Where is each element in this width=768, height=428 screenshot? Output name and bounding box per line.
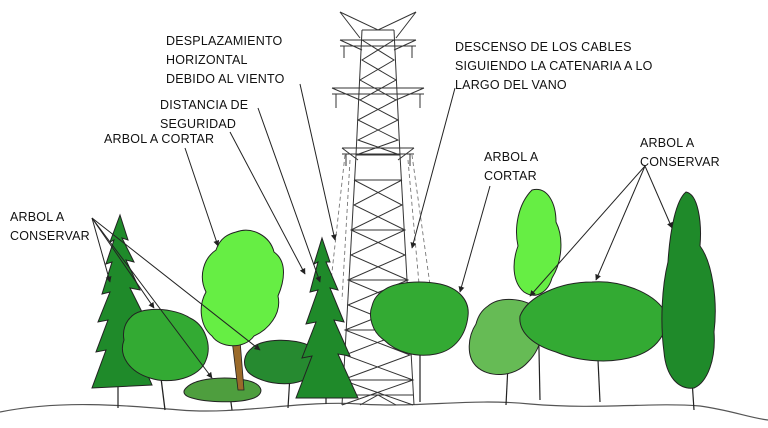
tree-right-cut bbox=[370, 281, 469, 402]
label-tree-keep-right: ARBOL A CONSERVAR bbox=[640, 136, 720, 169]
label-tree-cut-right: ARBOL A CORTAR bbox=[484, 150, 539, 183]
safety-clearance-lines bbox=[329, 154, 431, 301]
leader-lines bbox=[91, 83, 673, 379]
bright-tree-cut-left bbox=[200, 229, 284, 391]
flat-tree-mid-keep bbox=[244, 339, 318, 409]
label-tree-cut-left: ARBOL A CORTAR bbox=[104, 132, 215, 146]
tall-bright-tree-right bbox=[513, 188, 562, 401]
conifer-near-tower-keep bbox=[295, 236, 359, 404]
round-tree-left-keep bbox=[122, 308, 209, 411]
ground-line bbox=[0, 401, 768, 421]
label-cable-sag: DESCENSO DE LOS CABLES SIGUIENDO LA CATE… bbox=[455, 40, 653, 92]
shrub-left-keep bbox=[183, 377, 262, 411]
spreading-tree-right-keep bbox=[519, 281, 667, 403]
transmission-tower bbox=[331, 11, 425, 406]
label-tree-keep-left: ARBOL A CONSERVAR bbox=[10, 210, 90, 243]
label-safety-distance: DISTANCIA DE SEGURIDAD bbox=[160, 98, 249, 131]
columnar-tree-right-keep bbox=[661, 191, 716, 411]
label-horizontal-displacement: DESPLAZAMIENTO HORIZONTAL DEBIDO AL VIEN… bbox=[166, 34, 285, 86]
